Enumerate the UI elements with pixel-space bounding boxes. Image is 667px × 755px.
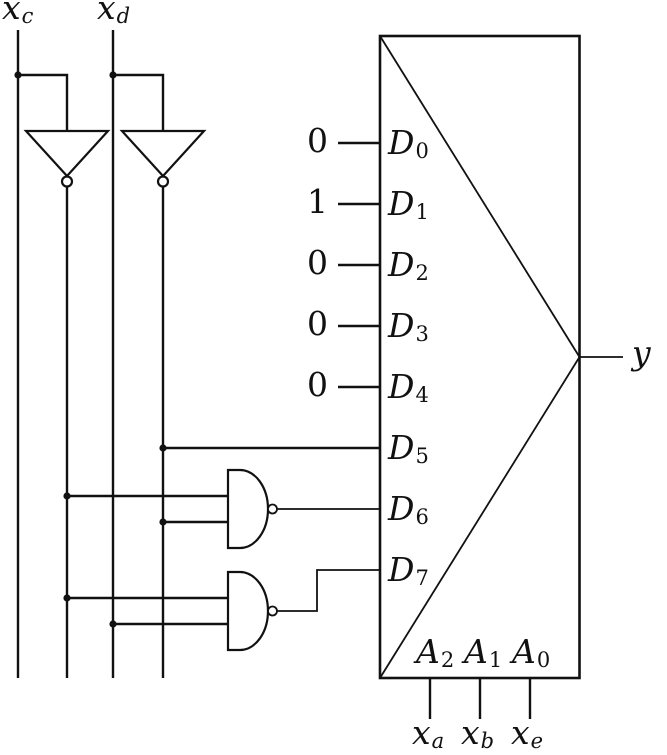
port-label-d1: D1 xyxy=(388,187,429,223)
label-xe-sub: e xyxy=(530,729,544,753)
constant-d0: 0 xyxy=(307,121,328,160)
nand-gate-1-bubble xyxy=(267,503,278,515)
not-gate-xc-bubble xyxy=(60,175,74,188)
port-d2-sub: 2 xyxy=(415,261,429,285)
port-a0-base: A xyxy=(512,632,536,671)
port-d7-base: D xyxy=(388,550,415,589)
label-xd-sub: d xyxy=(116,4,131,28)
port-d6-base: D xyxy=(388,489,415,528)
port-a1-base: A xyxy=(464,632,488,671)
not-gate-xd-bubble xyxy=(156,175,170,188)
port-d0-sub: 0 xyxy=(415,139,429,163)
label-xc-sub: c xyxy=(21,4,34,28)
nand-gate-2-bubble xyxy=(267,605,278,617)
label-xe-base: x xyxy=(511,713,530,752)
port-label-d4: D4 xyxy=(388,370,429,406)
port-d5-base: D xyxy=(388,428,415,467)
output-wires xyxy=(277,356,623,612)
port-d2-base: D xyxy=(388,245,415,284)
nand-gate-1-icon xyxy=(226,468,270,550)
port-label-a0: A0 xyxy=(512,635,550,671)
port-d1-sub: 1 xyxy=(415,200,429,224)
junction-dot xyxy=(109,71,117,79)
constant-d3: 0 xyxy=(307,304,328,343)
mux-diagonal-top xyxy=(379,35,581,358)
port-d6-sub: 6 xyxy=(415,505,429,529)
label-xb-base: x xyxy=(461,713,480,752)
constant-d1: 1 xyxy=(307,182,328,221)
nand-gate-2-icon xyxy=(226,570,270,652)
port-a2-base: A xyxy=(416,632,440,671)
port-d4-sub: 4 xyxy=(415,383,429,407)
label-xc-base: x xyxy=(2,0,21,27)
label-xe: xe xyxy=(511,716,543,752)
mux-diagonal-bottom xyxy=(379,356,581,679)
port-label-d3: D3 xyxy=(388,309,429,345)
label-xa-base: x xyxy=(412,713,431,752)
port-a0-sub: 0 xyxy=(536,648,551,672)
port-label-d7: D7 xyxy=(388,553,429,589)
port-d0-base: D xyxy=(388,123,415,162)
port-a2-sub: 2 xyxy=(440,648,455,672)
mux-body xyxy=(378,34,581,680)
label-xa-sub: a xyxy=(431,729,445,753)
wire-d7 xyxy=(277,569,380,612)
port-d5-sub: 5 xyxy=(415,444,429,468)
constant-d4: 0 xyxy=(307,365,328,404)
junction-dot xyxy=(14,71,22,79)
label-y-output: y xyxy=(632,333,651,372)
label-xb-sub: b xyxy=(480,729,495,753)
junction-dot xyxy=(63,492,71,500)
inverters xyxy=(23,129,207,188)
label-xd-base: x xyxy=(97,0,116,27)
port-d4-base: D xyxy=(388,367,415,406)
label-xc: xc xyxy=(2,0,33,27)
constant-d2: 0 xyxy=(307,243,328,282)
port-a1-sub: 1 xyxy=(488,648,503,672)
port-label-a1: A1 xyxy=(464,635,502,671)
junction-dots xyxy=(14,71,167,628)
not-gate-xc-icon xyxy=(23,129,111,178)
port-label-d0: D0 xyxy=(388,126,429,162)
port-label-d6: D6 xyxy=(388,492,429,528)
nand-gates xyxy=(226,468,278,652)
port-label-a2: A2 xyxy=(416,635,454,671)
junction-dot xyxy=(159,444,167,452)
wire-xc-to-inverter xyxy=(18,73,69,131)
label-xb: xb xyxy=(461,716,494,752)
port-d1-base: D xyxy=(388,184,415,223)
junction-dot xyxy=(159,518,167,526)
label-xd: xd xyxy=(97,0,130,27)
junction-dot xyxy=(63,594,71,602)
label-xa: xa xyxy=(412,716,444,752)
port-d7-sub: 7 xyxy=(415,566,429,590)
port-d3-sub: 3 xyxy=(415,322,429,346)
port-label-d5: D5 xyxy=(388,431,429,467)
wire-xd-to-inverter xyxy=(113,73,165,131)
port-d3-base: D xyxy=(388,306,415,345)
junction-dot xyxy=(109,620,117,628)
wires xyxy=(16,30,532,719)
not-gate-xd-icon xyxy=(119,129,207,178)
port-label-d2: D2 xyxy=(388,248,429,284)
